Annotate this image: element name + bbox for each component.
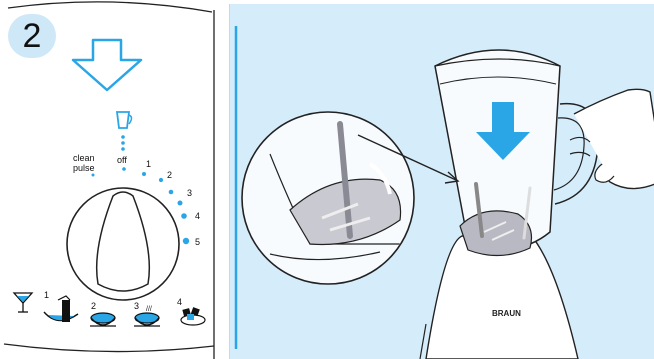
cocktail-glass-icon <box>12 292 34 313</box>
base-bottom-arc <box>3 343 215 353</box>
speed-knob[interactable] <box>66 187 180 301</box>
usage-2-label: 2 <box>91 301 97 311</box>
usage-1-label: 1 <box>44 290 50 300</box>
pointer-arrowhead-icon <box>444 171 460 184</box>
level-3-label: 3 <box>187 188 193 198</box>
dial-position-dots <box>91 167 190 245</box>
steam-label: /// <box>146 306 152 313</box>
base-top-arc <box>7 1 213 13</box>
knob-grip <box>95 191 151 292</box>
down-arrow-icon <box>71 38 143 92</box>
ice-cubes-icon <box>180 307 206 326</box>
usage-3-label: 3 <box>134 301 140 311</box>
off-label: off <box>117 155 127 165</box>
mixing-bowl-icon <box>90 312 116 327</box>
pointer-line <box>357 134 457 181</box>
brand-logo: BRAUN <box>492 309 521 318</box>
detail-magnifier <box>241 111 415 285</box>
level-5-label: 5 <box>195 237 201 247</box>
illustration-panel: BRAUN <box>229 4 654 359</box>
hand-illustration <box>569 88 654 190</box>
clean-label: clean <box>73 153 95 163</box>
pulse-label: pulse <box>73 163 95 173</box>
step-number-badge: 2 <box>8 14 56 58</box>
level-2-label: 2 <box>167 170 173 180</box>
blender-illustration: BRAUN <box>234 26 654 359</box>
level-1-label: 1 <box>146 159 152 169</box>
level-4-label: 4 <box>195 211 201 221</box>
usage-4-label: 4 <box>177 297 183 307</box>
blending-bowl-icon <box>43 295 79 322</box>
control-panel: 2 clean pulse off 1 2 3 4 5 1 2 3 /// 4 <box>0 0 216 359</box>
control-panel-graphics <box>3 1 215 359</box>
insert-arrow-icon <box>476 102 530 160</box>
jug-pictogram-icon <box>115 111 133 151</box>
liquid-bowl-icon <box>134 312 160 327</box>
